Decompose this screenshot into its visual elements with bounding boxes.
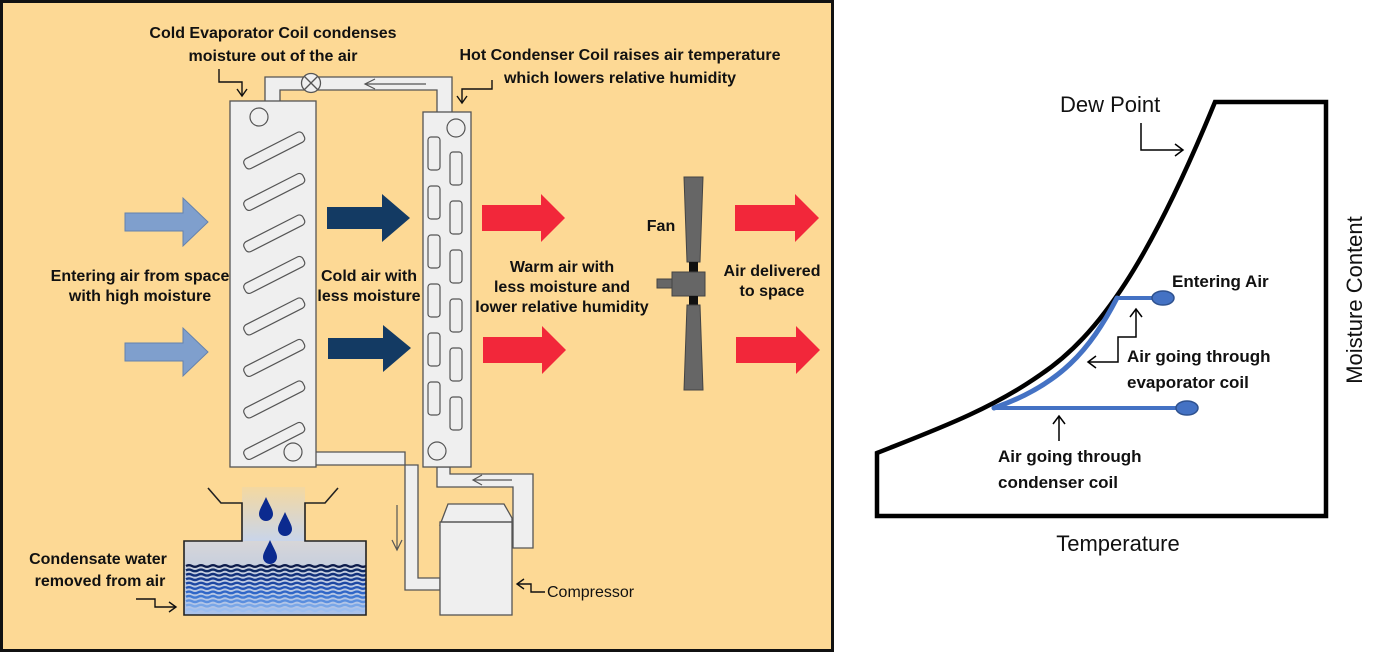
condenser-coil xyxy=(422,111,472,468)
evaporator-fin xyxy=(243,131,306,170)
entering-air-point xyxy=(1151,290,1175,306)
arrow-right-icon xyxy=(735,194,819,242)
x-axis-label: Temperature xyxy=(1056,531,1180,556)
entering-air-label: Entering Air xyxy=(1172,272,1269,291)
y-axis-label: Moisture Content xyxy=(1342,216,1367,384)
psychrometric-chart-panel: Dew Point Entering Air Air going through… xyxy=(874,92,1367,556)
condenser-fin xyxy=(427,136,441,171)
condenser-fin xyxy=(449,396,463,431)
evaporator-process-label-line-1: Air going through xyxy=(1127,347,1271,366)
condenser-fin xyxy=(449,298,463,333)
dew-point-curve xyxy=(874,99,1329,519)
water-surface xyxy=(185,564,367,612)
water-wave xyxy=(185,568,367,573)
evaporator-process-line xyxy=(991,295,1120,411)
entering-air-label-line-2: with high moisture xyxy=(68,288,211,305)
delivered-air-point xyxy=(1175,400,1199,416)
chart-callout-arrows xyxy=(1052,123,1185,441)
evaporator-label-line-1: Cold Evaporator Coil condenses xyxy=(149,25,396,42)
dehumidifier-schematic-panel: Cold Evaporator Coil condenses moisture … xyxy=(0,0,834,652)
water-wave xyxy=(185,594,367,599)
delivered-label-line-2: to space xyxy=(740,283,805,300)
condenser-fin xyxy=(449,200,463,235)
flow-arrow-left-icon xyxy=(471,474,512,486)
water-wave xyxy=(185,608,367,612)
water-drop-icon xyxy=(259,497,292,564)
evaporator-fin xyxy=(243,255,306,295)
fan-label: Fan xyxy=(647,218,675,235)
flow-arrow-left-icon xyxy=(363,78,426,90)
water-wave xyxy=(185,581,367,586)
evaporator-fin xyxy=(243,297,306,336)
condenser-label-line-2: which lowers relative humidity xyxy=(503,70,736,87)
evaporator-fin xyxy=(243,421,306,461)
evaporator-fin xyxy=(243,172,306,212)
evaporator-process-label-line-2: evaporator coil xyxy=(1127,373,1249,392)
evaporator-fin xyxy=(243,214,306,253)
compressor-icon xyxy=(439,503,513,616)
arrow-right-icon xyxy=(736,326,820,374)
delivered-label-line-1: Air delivered xyxy=(724,263,821,280)
cold-air-label-line-2: less moisture xyxy=(317,288,420,305)
water-wave xyxy=(185,590,367,595)
arrow-right-icon xyxy=(483,326,566,374)
condenser-fin xyxy=(449,347,463,382)
water-wave xyxy=(185,586,367,590)
water-wave xyxy=(185,577,367,582)
warm-air-arrows xyxy=(482,194,820,374)
condenser-fin xyxy=(449,249,463,284)
expansion-valve-icon xyxy=(300,72,322,94)
arrow-right-icon xyxy=(124,196,209,248)
condenser-fin xyxy=(427,381,441,416)
left-panel-labels: Cold Evaporator Coil condenses moisture … xyxy=(29,25,820,601)
evaporator-fin xyxy=(243,338,306,378)
discharge-pipe xyxy=(436,466,534,549)
condenser-fin xyxy=(427,185,441,220)
warm-air-label-line-1: Warm air with xyxy=(510,259,614,276)
evaporator-label-line-2: moisture out of the air xyxy=(189,48,358,65)
dew-point-label: Dew Point xyxy=(1060,92,1160,117)
condenser-process-label-line-2: condenser coil xyxy=(998,473,1118,492)
condenser-process-label-line-1: Air going through xyxy=(998,447,1142,466)
arrow-right-icon xyxy=(328,325,411,372)
condenser-label-line-1: Hot Condenser Coil raises air temperatur… xyxy=(460,47,781,64)
cold-air-label-line-1: Cold air with xyxy=(321,268,417,285)
chart-labels: Dew Point Entering Air Air going through… xyxy=(998,92,1367,556)
condenser-fin xyxy=(427,283,441,318)
water-wave xyxy=(185,572,367,577)
arrow-right-icon xyxy=(482,194,565,242)
water-wave xyxy=(185,603,367,608)
callout-arrows xyxy=(136,69,545,613)
condensate-tank xyxy=(183,487,367,616)
warm-air-label-line-3: lower relative humidity xyxy=(475,299,648,316)
condenser-fin xyxy=(449,151,463,186)
water-wave xyxy=(185,599,367,604)
cold-air-arrows xyxy=(327,194,411,372)
arrow-right-icon xyxy=(124,326,209,378)
condenser-fin xyxy=(427,332,441,367)
condenser-fin xyxy=(427,234,441,269)
condensate-label-line-2: removed from air xyxy=(35,573,166,590)
entering-air-arrows xyxy=(124,196,209,378)
condensate-label-line-1: Condensate water xyxy=(29,551,167,568)
entering-air-label-line-1: Entering air from space xyxy=(51,268,230,285)
compressor-label: Compressor xyxy=(547,584,635,601)
evaporator-fin xyxy=(243,380,306,419)
arrow-right-icon xyxy=(327,194,410,242)
water-wave xyxy=(185,564,367,568)
flow-arrow-down-icon xyxy=(391,505,403,552)
evaporator-coil xyxy=(229,100,317,468)
warm-air-label-line-2: less moisture and xyxy=(494,279,630,296)
fan-icon xyxy=(656,176,706,391)
